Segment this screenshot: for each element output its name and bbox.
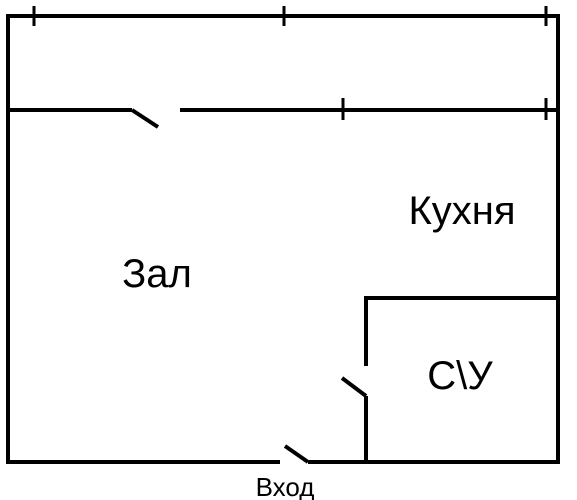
bathroom-door: [340, 376, 368, 398]
entrance-label: Вход: [256, 472, 315, 500]
kitchen-label: Кухня: [408, 189, 515, 233]
entrance-door: [283, 444, 310, 464]
balcony-door: [130, 108, 160, 129]
bathroom-label: С\У: [427, 354, 493, 398]
hall-label: Зал: [122, 252, 192, 296]
